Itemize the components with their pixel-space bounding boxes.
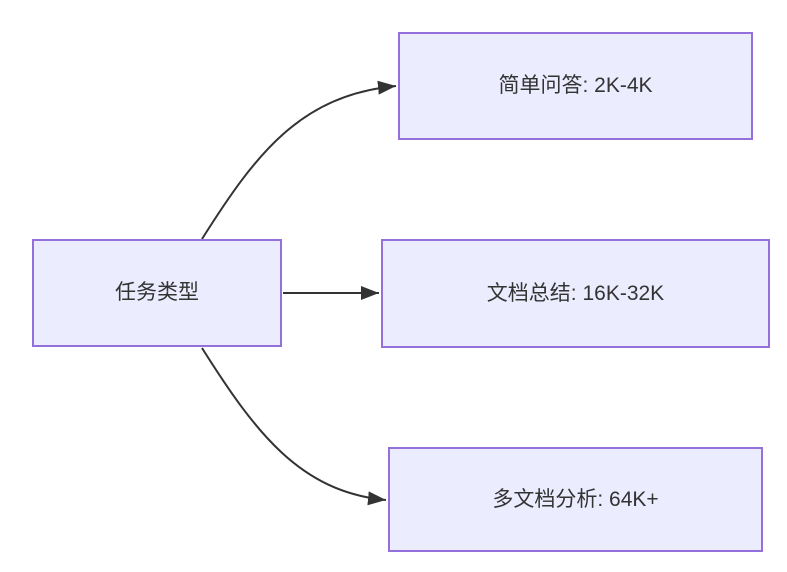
edge-task-to-multi-doc bbox=[201, 347, 387, 506]
node-task-type: 任务类型 bbox=[32, 239, 282, 347]
node-doc-summary: 文档总结: 16K-32K bbox=[381, 239, 770, 348]
node-multi-doc-label: 多文档分析: 64K+ bbox=[492, 487, 659, 511]
node-task-type-label: 任务类型 bbox=[115, 281, 199, 305]
node-simple-qa: 简单问答: 2K-4K bbox=[398, 32, 753, 140]
node-doc-summary-label: 文档总结: 16K-32K bbox=[486, 281, 665, 305]
edge-task-to-simple-qa bbox=[201, 80, 397, 240]
node-multi-doc: 多文档分析: 64K+ bbox=[388, 447, 763, 552]
node-simple-qa-label: 简单问答: 2K-4K bbox=[498, 74, 653, 98]
